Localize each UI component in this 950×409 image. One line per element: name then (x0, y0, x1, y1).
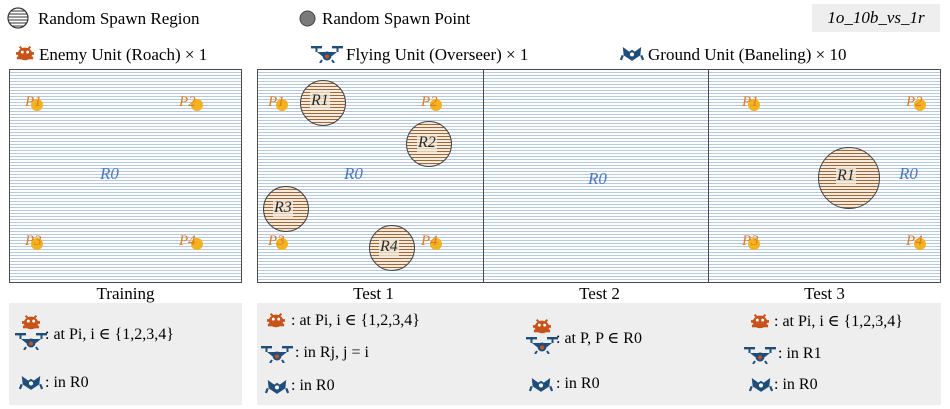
roach-icon (265, 311, 287, 329)
panel-title-test-1: Test 1 (353, 284, 394, 303)
map-test-2: R0 (483, 69, 716, 283)
spawn-point-p2 (430, 99, 442, 111)
flying-spawn-condition: : in Rj, j = i (295, 344, 369, 361)
region-r0-label: R0 (899, 164, 918, 183)
overseer-icon (525, 334, 559, 354)
spawn-region-r2 (406, 121, 452, 167)
ground-spawn-condition: : in R0 (556, 375, 600, 392)
spawn-point-p1 (276, 99, 288, 111)
overseer-icon (743, 344, 777, 364)
p2-label: P2 (179, 94, 196, 110)
baneling-icon (529, 375, 553, 394)
spawn-point-p3 (748, 238, 760, 250)
spawn-region-r3 (263, 186, 309, 232)
p3-label: P3 (25, 233, 42, 249)
ground-spawn-condition: : in R0 (291, 377, 335, 394)
p3-label: P3 (742, 233, 759, 249)
spawn-region-legend-icon (7, 7, 29, 29)
p1-label: P1 (268, 94, 285, 110)
overseer-icon (310, 43, 344, 63)
ground-spawn-condition: : in R0 (774, 376, 818, 393)
r4-label: R4 (379, 238, 399, 256)
ground-spawn-condition: : in R0 (45, 374, 89, 391)
flying-spawn-condition: : in R1 (778, 345, 822, 362)
scenario-tag: 1o_10b_vs_1r (812, 4, 940, 32)
map-training: R0 P1 P2 P3 P4 (9, 69, 242, 283)
roach-icon (20, 313, 42, 331)
enemy-spawn-condition: : at Pi, i ∈ {1,2,3,4} (291, 312, 420, 329)
conditions-test-3: : at Pi, i ∈ {1,2,3,4} : in R1 : in R0 (708, 303, 941, 405)
p1-label: P1 (742, 94, 759, 110)
spawn-point-p1 (31, 99, 43, 111)
legend-spawn-point: Random Spawn Point (322, 9, 471, 28)
enemy-spawn-condition: : at Pi, i ∈ {1,2,3,4} (774, 313, 903, 330)
legend-spawn-region: Random Spawn Region (38, 9, 200, 28)
r1-label: R1 (836, 167, 856, 185)
spawn-point-p2 (191, 99, 203, 111)
p1-label: P1 (25, 94, 42, 110)
legend-enemy-unit: Enemy Unit (Roach) × 1 (39, 45, 208, 64)
legend-flying-unit: Flying Unit (Overseer) × 1 (346, 45, 529, 64)
r2-label: R2 (417, 134, 437, 152)
r1-label: R1 (310, 92, 330, 110)
p2-label: P2 (421, 94, 438, 110)
spawn-point-p4 (191, 238, 203, 250)
roach-icon (531, 317, 553, 335)
map-test-3: R0 P1 P2 P3 P4 R1 (708, 69, 941, 283)
enemy-spawn-condition: : at Pi, i ∈ {1,2,3,4} (45, 326, 174, 343)
spawn-point-p4 (914, 238, 926, 250)
region-r0-label: R0 (588, 169, 607, 188)
p4-label: P4 (421, 233, 438, 249)
conditions-training: : at Pi, i ∈ {1,2,3,4} : in R0 (9, 303, 242, 405)
spawn-point-p3 (31, 238, 43, 250)
panel-title-test-3: Test 3 (804, 284, 845, 303)
p4-label: P4 (906, 233, 923, 249)
panel-title-training: Training (96, 284, 155, 303)
p2-label: P2 (906, 94, 923, 110)
roach-icon (14, 44, 36, 62)
region-r0-label: R0 (100, 164, 119, 183)
enemy-spawn-condition: : at P, P ∈ R0 (556, 330, 642, 347)
spawn-point-p4 (430, 238, 442, 250)
baneling-icon (620, 44, 644, 63)
overseer-icon (14, 330, 48, 350)
map-test-1: R0 P1 P2 P3 P4 R1 R2 R3 R4 (257, 69, 490, 283)
baneling-icon (749, 375, 773, 394)
panel-title-test-2: Test 2 (579, 284, 620, 303)
spawn-point-legend-icon (299, 10, 316, 27)
spawn-point-p2 (914, 99, 926, 111)
conditions-test-2: : at P, P ∈ R0 : in R0 (483, 303, 716, 405)
r3-label: R3 (273, 199, 293, 217)
overseer-icon (260, 343, 294, 363)
spawn-point-p3 (276, 238, 288, 250)
region-r0-label: R0 (344, 164, 363, 183)
p3-label: P3 (268, 233, 285, 249)
conditions-test-1: : at Pi, i ∈ {1,2,3,4} : in Rj, j = i : … (257, 303, 490, 405)
legend-ground-unit: Ground Unit (Baneling) × 10 (648, 45, 847, 64)
p4-label: P4 (179, 233, 196, 249)
spawn-point-p1 (748, 99, 760, 111)
baneling-icon (265, 377, 289, 396)
baneling-icon (19, 373, 43, 392)
roach-icon (749, 312, 771, 330)
